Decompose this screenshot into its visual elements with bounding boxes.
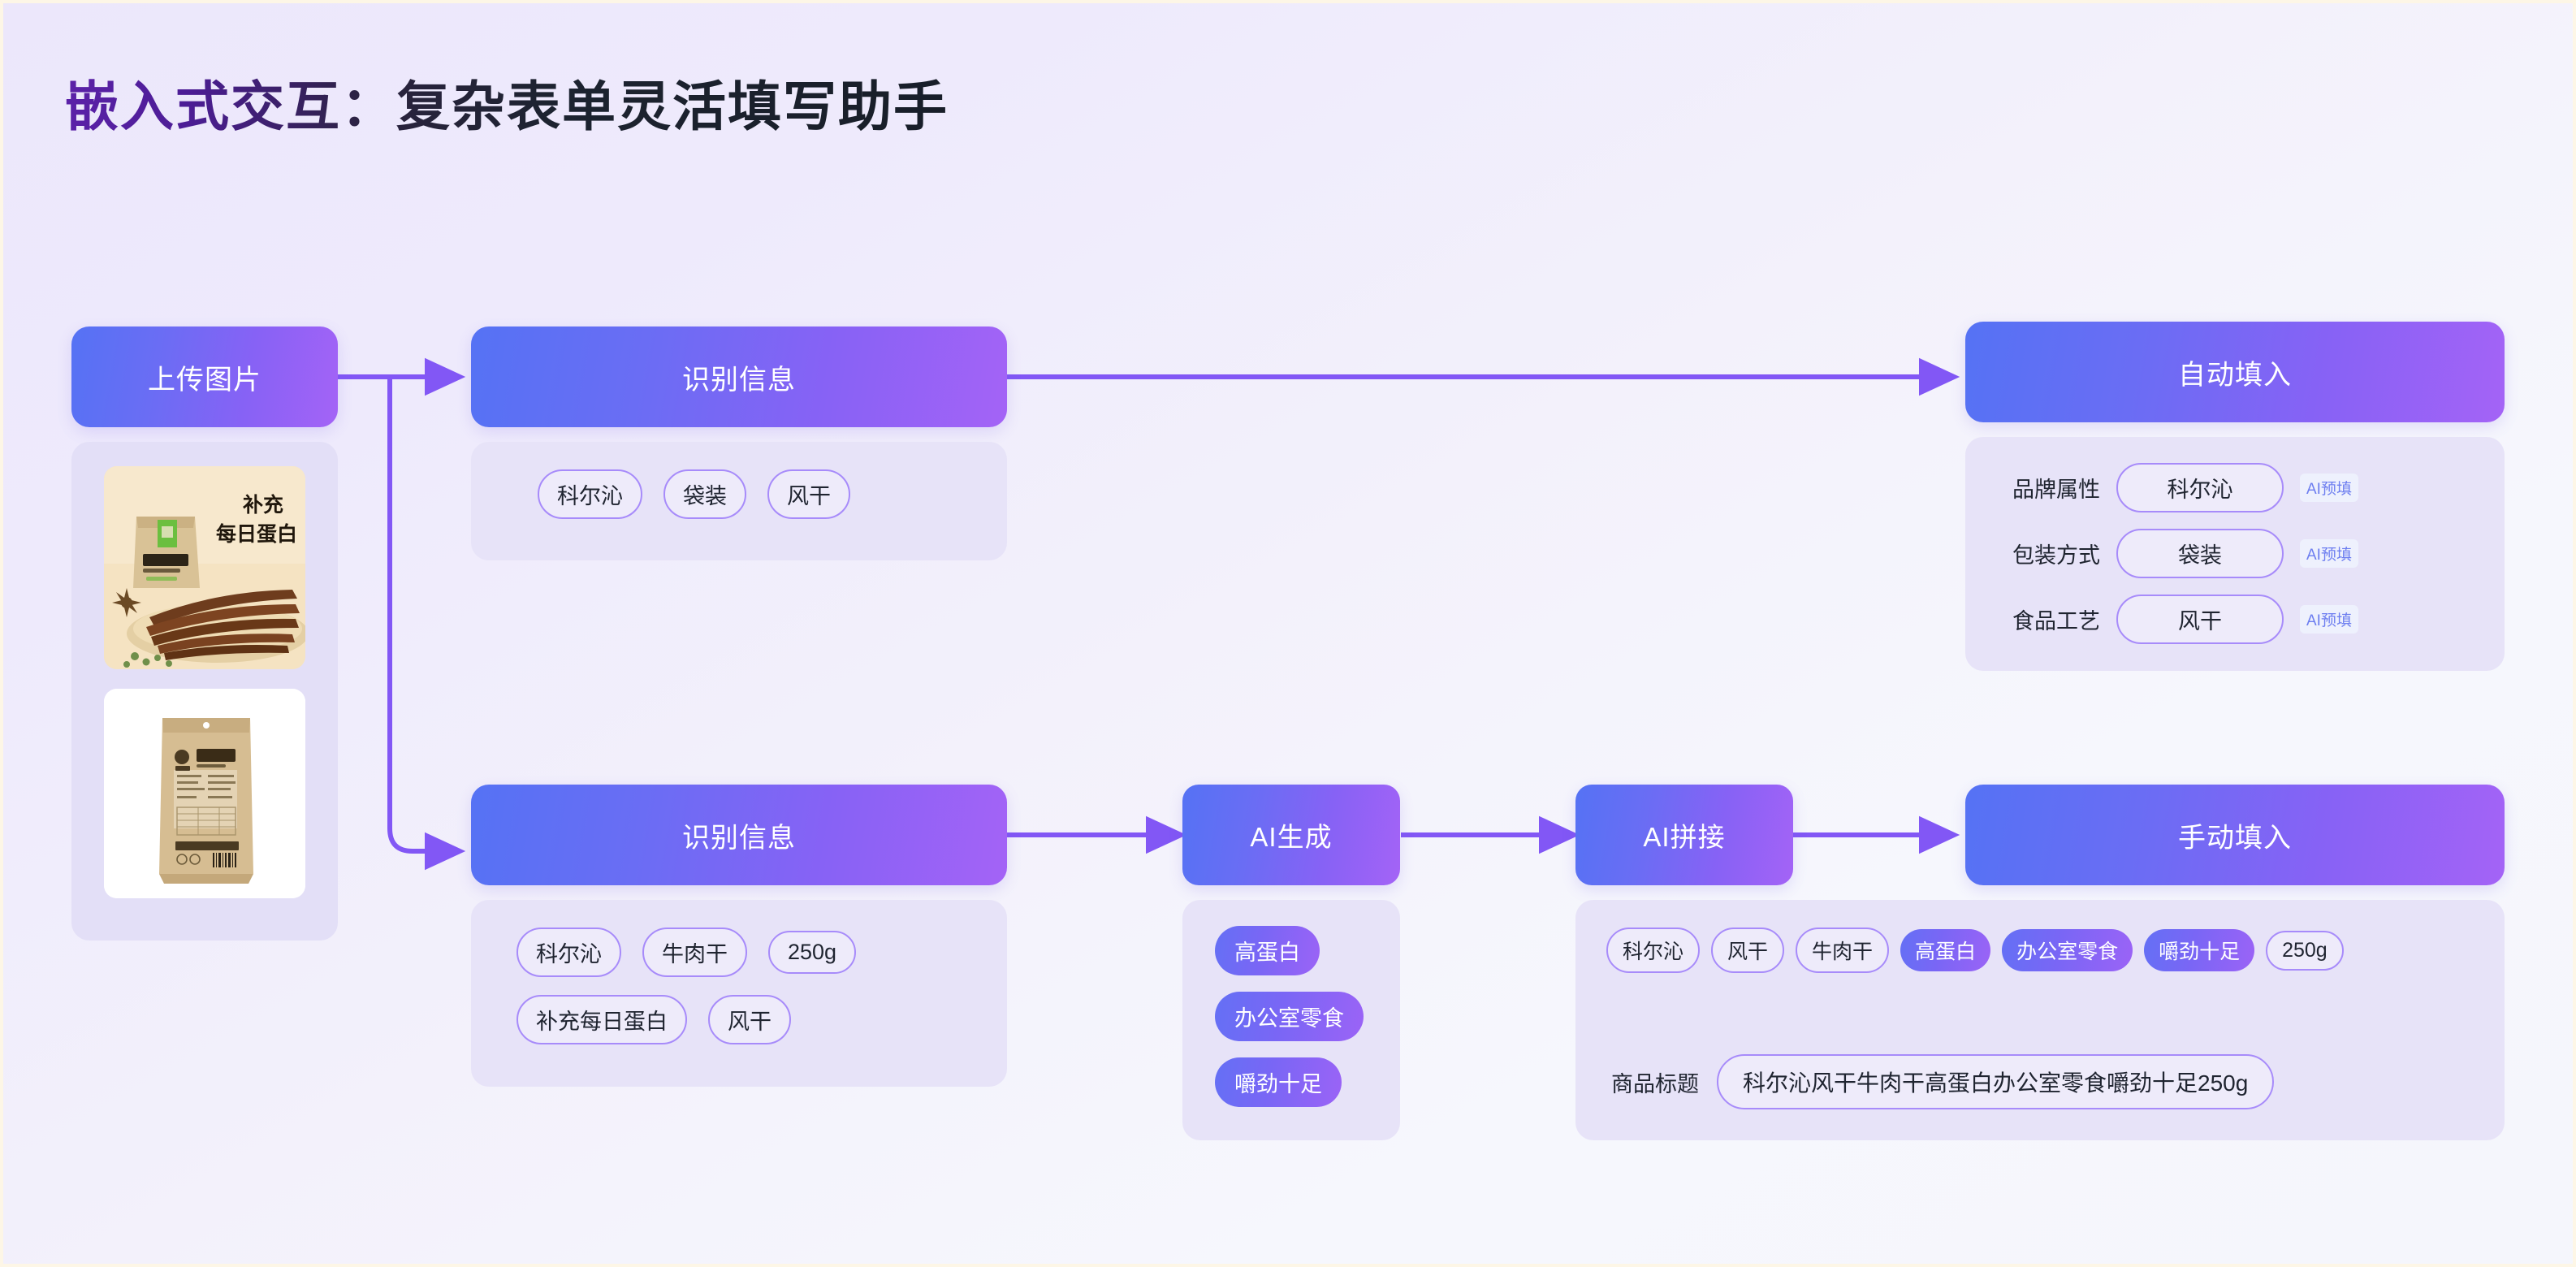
svg-text:补充: 补充 — [243, 493, 283, 517]
node-upload[interactable]: 上传图片 — [71, 326, 338, 427]
tag-item[interactable]: 袋装 — [663, 469, 746, 519]
manual-fill-tags: 科尔沁 风干 牛肉干 高蛋白 办公室零食 嚼劲十足 250g — [1606, 928, 2483, 973]
node-ai-generate[interactable]: AI生成 — [1182, 785, 1400, 885]
tag-item[interactable]: 风干 — [708, 995, 791, 1044]
ai-prefill-badge: AI预填 — [2300, 539, 2358, 568]
autofill-row: 食品工艺 风干 AI预填 — [2012, 595, 2358, 644]
field-value[interactable]: 袋装 — [2116, 529, 2284, 578]
tag-item[interactable]: 科尔沁 — [516, 928, 621, 977]
autofill-form: 品牌属性 科尔沁 AI预填 包装方式 袋装 AI预填 食品工艺 风干 AI预填 — [2012, 463, 2358, 644]
svg-text:每日蛋白: 每日蛋白 — [216, 522, 297, 546]
autofill-row: 品牌属性 科尔沁 AI预填 — [2012, 463, 2358, 512]
tag-item[interactable]: 高蛋白 — [1215, 926, 1320, 975]
tag-item[interactable]: 风干 — [1711, 928, 1785, 973]
ai-prefill-badge: AI预填 — [2300, 605, 2358, 634]
tag-item[interactable]: 嚼劲十足 — [2144, 929, 2255, 971]
ai-generate-tags: 高蛋白 办公室零食 嚼劲十足 — [1215, 926, 1364, 1107]
node-recognize-top[interactable]: 识别信息 — [471, 326, 1007, 427]
node-manual-fill[interactable]: 手动填入 — [1965, 785, 2505, 885]
autofill-row: 包装方式 袋装 AI预填 — [2012, 529, 2358, 578]
upload-thumbnail-1[interactable]: 补充 每日蛋白 — [104, 466, 305, 669]
field-label: 包装方式 — [2012, 543, 2100, 568]
node-recognize-top-label: 识别信息 — [682, 364, 796, 396]
node-ai-generate-label: AI生成 — [1250, 822, 1333, 852]
recognize-bottom-tags: 科尔沁 牛肉干 250g 补充每日蛋白 风干 — [516, 928, 971, 1044]
tag-item[interactable]: 办公室零食 — [2002, 929, 2133, 971]
product-title-label: 商品标题 — [1611, 1071, 1699, 1096]
ai-prefill-badge: AI预填 — [2300, 474, 2358, 502]
tag-item[interactable]: 高蛋白 — [1900, 929, 1991, 971]
node-manual-fill-label: 手动填入 — [2178, 822, 2292, 854]
page-title: 嵌入式交互：复杂表单灵活填写助手 — [65, 63, 949, 141]
product-photo-front-icon: 补充 每日蛋白 — [104, 466, 305, 669]
node-ai-concat[interactable]: AI拼接 — [1575, 785, 1793, 885]
product-photo-back-icon — [104, 689, 305, 898]
tag-item[interactable]: 牛肉干 — [642, 928, 747, 977]
recognize-top-tags: 科尔沁 袋装 风干 — [538, 469, 960, 519]
tag-item[interactable]: 嚼劲十足 — [1215, 1057, 1342, 1107]
field-label: 品牌属性 — [2012, 478, 2100, 502]
tag-item[interactable]: 风干 — [767, 469, 850, 519]
product-title-row: 商品标题 科尔沁风干牛肉干高蛋白办公室零食嚼劲十足250g — [1611, 1054, 2275, 1109]
tag-item[interactable]: 科尔沁 — [538, 469, 642, 519]
node-recognize-bottom[interactable]: 识别信息 — [471, 785, 1007, 885]
node-recognize-bottom-label: 识别信息 — [682, 822, 796, 854]
tag-item[interactable]: 科尔沁 — [1606, 928, 1701, 973]
upload-thumbnail-2[interactable] — [104, 689, 305, 898]
node-ai-concat-label: AI拼接 — [1643, 822, 1726, 852]
field-label: 食品工艺 — [2012, 609, 2100, 634]
product-title-field[interactable]: 科尔沁风干牛肉干高蛋白办公室零食嚼劲十足250g — [1717, 1054, 2275, 1109]
tag-item[interactable]: 250g — [768, 931, 857, 974]
field-value[interactable]: 科尔沁 — [2116, 463, 2284, 512]
tag-item[interactable]: 补充每日蛋白 — [516, 995, 687, 1044]
tag-item[interactable]: 250g — [2266, 930, 2344, 971]
field-value[interactable]: 风干 — [2116, 595, 2284, 644]
node-upload-label: 上传图片 — [148, 364, 261, 396]
tag-item[interactable]: 牛肉干 — [1796, 928, 1890, 973]
node-autofill[interactable]: 自动填入 — [1965, 322, 2505, 422]
tag-item[interactable]: 办公室零食 — [1215, 992, 1364, 1041]
node-autofill-label: 自动填入 — [2178, 359, 2292, 391]
